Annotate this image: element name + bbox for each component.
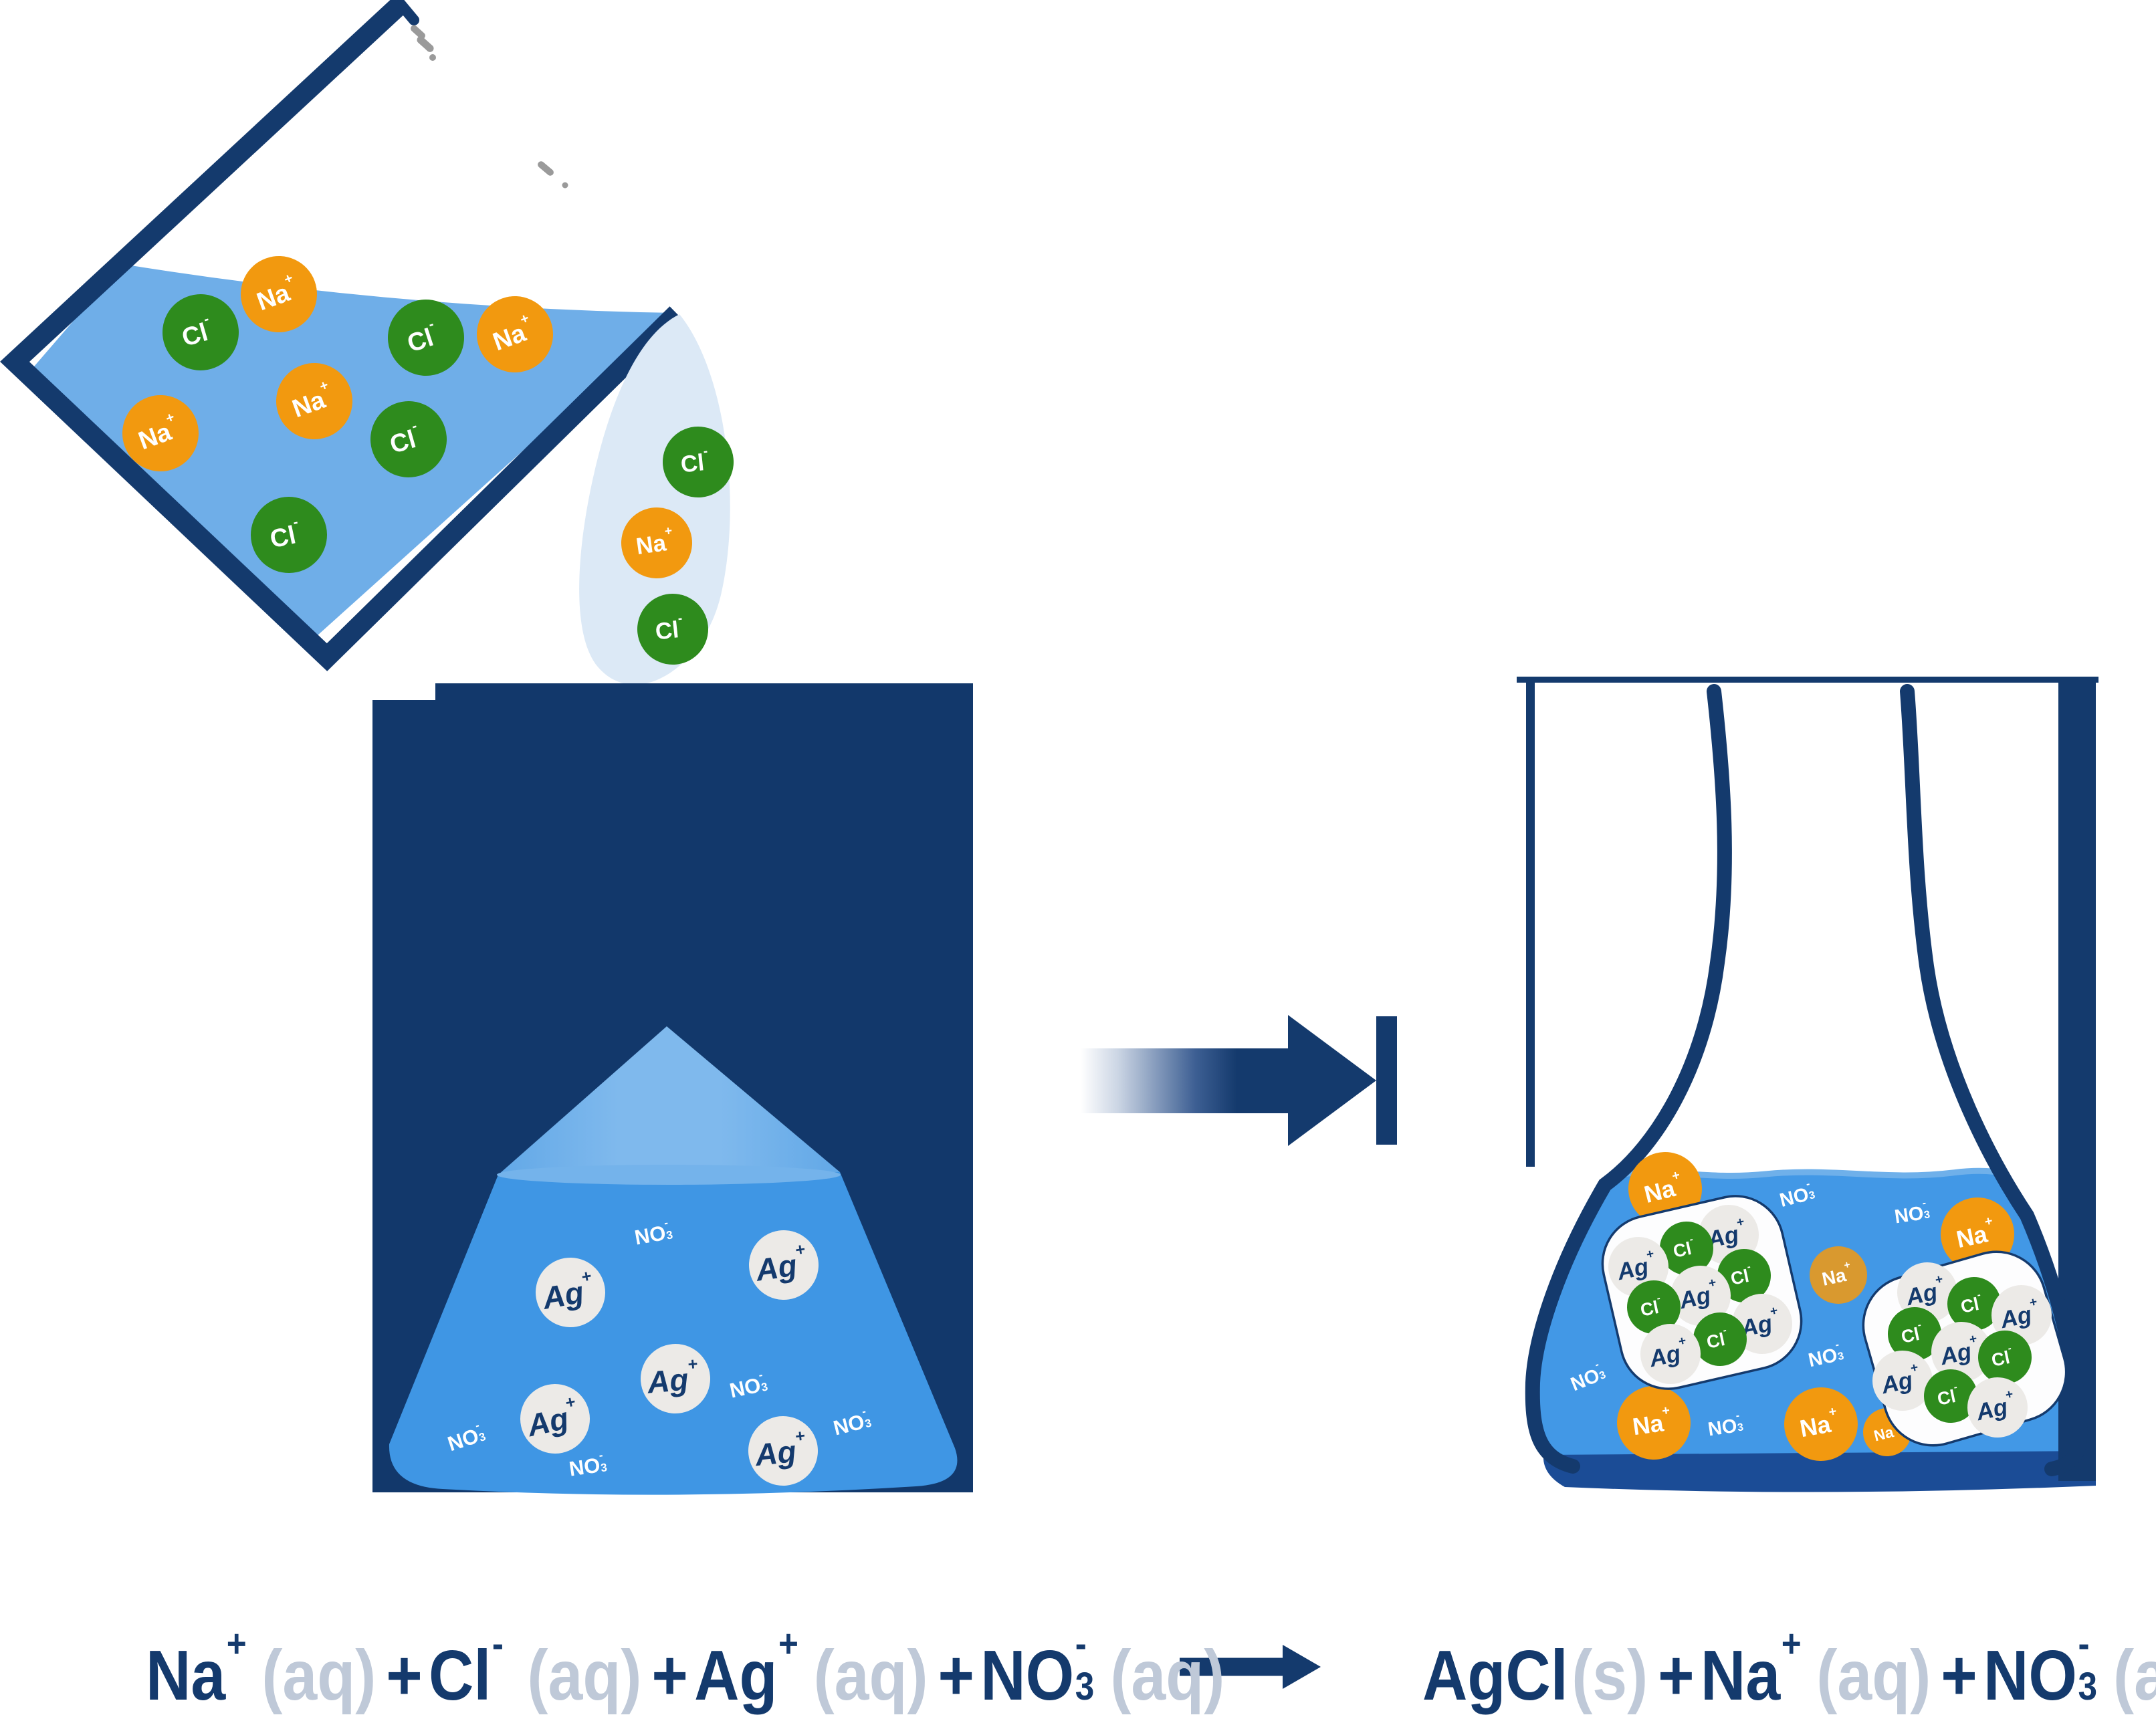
flask-right-wall	[1900, 684, 2088, 1476]
beaker-rim-hook	[395, 0, 419, 25]
equation-token: (aq)	[527, 1636, 642, 1715]
equation-token: Ag+	[694, 1622, 798, 1715]
splash-marks	[411, 25, 568, 189]
equation-token: +	[651, 1636, 688, 1715]
equation-token: (aq)	[261, 1636, 376, 1715]
equation-token: (aq)	[813, 1636, 928, 1715]
equation-token: (s)	[1572, 1636, 1648, 1715]
precipitate-blob-right	[1862, 1250, 2068, 1447]
equation-right: AgCl(s)+Na+(aq)+NO-3(aq)	[1422, 1622, 2156, 1715]
equation-token: +	[1658, 1636, 1695, 1715]
equation-token: Na+	[146, 1622, 247, 1715]
equation-token: NO-3	[1983, 1622, 2098, 1715]
equation-token: AgCl	[1422, 1636, 1568, 1715]
arrow-head	[1288, 1015, 1376, 1146]
reaction-arrow-equation	[1180, 1645, 1321, 1689]
equation-token: (aq)	[2113, 1636, 2156, 1715]
pour-cone	[498, 1026, 840, 1175]
arrow-shaft	[1081, 1048, 1289, 1113]
equation-token: (aq)	[1816, 1636, 1931, 1715]
liquid-surface	[497, 1165, 841, 1185]
equation-token: Cl-	[429, 1622, 504, 1715]
precipitate-blob-left	[1601, 1195, 1803, 1390]
arrow-end-bar	[1376, 1016, 1397, 1145]
reaction-arrow-large	[1081, 1015, 1397, 1146]
equation-token: +	[386, 1636, 423, 1715]
equation-left: Na+(aq)+Cl-(aq)+Ag+(aq)+NO-3(aq)	[146, 1622, 1228, 1715]
equation-token: Na+	[1700, 1622, 1802, 1715]
equation-token: +	[938, 1636, 974, 1715]
equation-token: +	[1941, 1636, 1977, 1715]
flask-left-edge	[1526, 677, 1535, 1167]
equation-token: (aq)	[1110, 1636, 1225, 1715]
equation-token: NO-3	[980, 1622, 1095, 1715]
flask-rim-line	[1517, 677, 2098, 683]
beaker-outline	[0, 0, 684, 671]
